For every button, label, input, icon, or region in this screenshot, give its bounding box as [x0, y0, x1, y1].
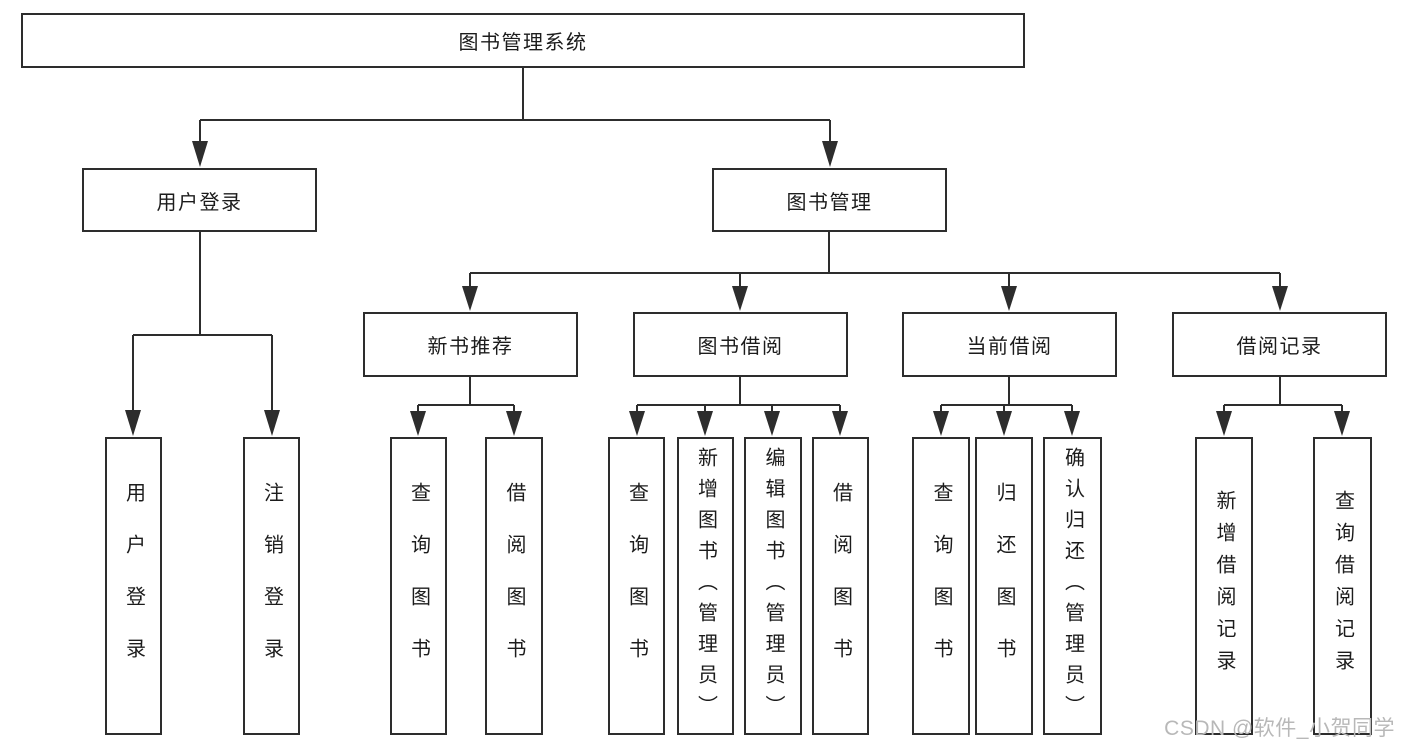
node-user-login: 用户登录	[82, 168, 317, 232]
leaf-confirm-return-admin: 确认归还（管理员）	[1043, 437, 1102, 735]
node-current-borrow: 当前借阅	[902, 312, 1117, 377]
connector-user-login	[132, 232, 273, 410]
leaf-edit-books-admin: 编辑图书（管理员）	[744, 437, 802, 735]
node-book-borrow: 图书借阅	[633, 312, 848, 377]
leaf-borrow-books: 借阅图书	[812, 437, 869, 735]
node-borrow-records: 借阅记录	[1172, 312, 1387, 377]
node-book-management-label: 图书管理	[786, 191, 873, 214]
connector-borrow-records	[1223, 377, 1343, 412]
leaf-add-books-admin: 新增图书（管理员）	[677, 437, 734, 735]
connector-root	[199, 68, 831, 142]
leaf-newbook-query-books: 查询图书	[390, 437, 447, 735]
arrowheads	[125, 141, 1350, 436]
leaf-newbook-borrow-books: 借阅图书	[485, 437, 543, 735]
node-user-login-label: 用户登录	[156, 191, 243, 214]
leaf-edit-books-admin-label: 编辑图书（管理员）	[762, 446, 784, 726]
leaf-user-login: 用户登录	[105, 437, 162, 735]
leaf-borrow-query-books: 查询图书	[608, 437, 665, 735]
connector-current-borrow	[940, 377, 1073, 412]
node-root: 图书管理系统	[21, 13, 1025, 68]
leaf-query-borrow-record-label: 查询借阅记录	[1331, 490, 1354, 682]
connector-book-management	[469, 232, 1281, 287]
leaf-return-books-label: 归还图书	[993, 482, 1015, 690]
leaf-return-books: 归还图书	[975, 437, 1033, 735]
leaf-logout: 注销登录	[243, 437, 300, 735]
node-new-book-recommend-label: 新书推荐	[427, 336, 514, 358]
leaf-add-borrow-record-label: 新增借阅记录	[1213, 490, 1235, 682]
node-book-management: 图书管理	[712, 168, 947, 232]
node-book-borrow-label: 图书借阅	[697, 336, 784, 358]
leaf-user-login-label: 用户登录	[122, 482, 145, 690]
leaf-current-query-books: 查询图书	[912, 437, 970, 735]
connector-book-borrow	[636, 377, 841, 412]
leaf-add-books-admin-label: 新增图书（管理员）	[694, 446, 717, 726]
leaf-query-borrow-record: 查询借阅记录	[1313, 437, 1372, 735]
leaf-borrow-query-books-label: 查询图书	[625, 482, 648, 690]
node-root-label: 图书管理系统	[458, 32, 588, 54]
leaf-add-borrow-record: 新增借阅记录	[1195, 437, 1253, 735]
leaf-borrow-books-label: 借阅图书	[829, 482, 852, 690]
leaf-newbook-query-books-label: 查询图书	[407, 482, 430, 690]
leaf-confirm-return-admin-label: 确认归还（管理员）	[1061, 446, 1084, 726]
csdn-watermark: CSDN @软件_小贺同学	[1164, 717, 1395, 740]
connector-new-book	[417, 377, 515, 412]
leaf-newbook-borrow-books-label: 借阅图书	[503, 482, 525, 690]
node-borrow-records-label: 借阅记录	[1236, 336, 1323, 358]
leaf-logout-label: 注销登录	[260, 482, 283, 690]
node-current-borrow-label: 当前借阅	[966, 336, 1053, 358]
leaf-current-query-books-label: 查询图书	[930, 482, 952, 690]
node-new-book-recommend: 新书推荐	[363, 312, 578, 377]
